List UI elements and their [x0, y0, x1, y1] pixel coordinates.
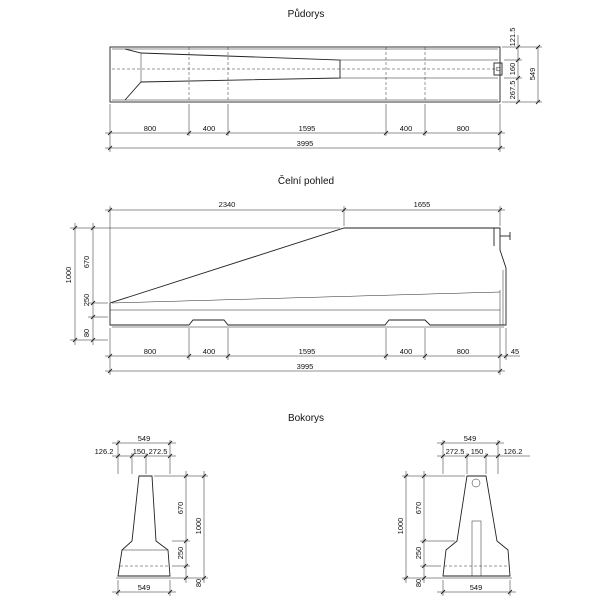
side-right-outline [442, 475, 511, 577]
side-left-total-width: 549 [138, 434, 151, 443]
side-left-top-dimensions: 549 126.2 150 272.5 [95, 434, 176, 474]
front-seg-2: 400 [203, 347, 216, 356]
front-dim-670: 670 [82, 256, 91, 269]
side-right-dim-126-2: 126.2 [504, 447, 523, 456]
side-left-outline [117, 475, 171, 577]
side-right-slot [471, 520, 482, 577]
plan-bottom-dimensions: 800 400 1595 400 800 3995 [105, 104, 505, 152]
side-left-dim-80: 80 [194, 579, 203, 587]
front-seg-4: 400 [400, 347, 413, 356]
side-right-dim-150: 150 [471, 447, 484, 456]
side-right-dim-272-5: 272.5 [446, 447, 465, 456]
plan-seg-1: 800 [144, 124, 157, 133]
front-bottom-dimensions: 800 400 1595 400 800 45 3995 [105, 328, 520, 375]
side-right-hole [471, 478, 481, 488]
front-seg-1: 800 [144, 347, 157, 356]
plan-seg-3: 1595 [299, 124, 316, 133]
front-dim-1000: 1000 [64, 267, 73, 284]
side-left-dim-150: 150 [133, 447, 146, 456]
front-left-dimensions: 1000 670 250 80 [64, 223, 340, 345]
front-seg-3: 1595 [299, 347, 316, 356]
front-dim-80: 80 [82, 329, 91, 337]
side-left-bottom-width: 549 [138, 583, 151, 592]
side-right-dim-250: 250 [414, 547, 423, 560]
side-view-left [116, 475, 172, 579]
plan-view-title: Půdorys [288, 8, 325, 20]
plan-view [109, 46, 503, 103]
front-dim-45: 45 [511, 347, 519, 356]
front-top-dimensions: 2340 1655 [105, 200, 505, 302]
side-left-right-dimensions: 670 1000 250 80 [154, 471, 208, 587]
side-right-dim-80: 80 [414, 579, 423, 587]
side-left-dim-126-2: 126.2 [95, 447, 114, 456]
front-dim-1655: 1655 [414, 200, 431, 209]
plan-dim-267-5: 267.5 [508, 81, 517, 100]
side-right-bottom-dimension: 549 [437, 580, 516, 596]
plan-connector [493, 62, 503, 76]
side-right-top-dimensions: 549 272.5 150 126.2 [437, 434, 530, 474]
side-right-dim-1000: 1000 [396, 518, 405, 535]
plan-dim-160: 160 [508, 63, 517, 76]
side-view-right [441, 475, 512, 579]
plan-taper [124, 48, 341, 101]
front-dim-2340: 2340 [219, 200, 236, 209]
side-right-dim-670: 670 [414, 502, 423, 515]
plan-outline [109, 46, 501, 103]
front-view [109, 227, 511, 328]
front-view-title: Čelní pohled [278, 174, 334, 187]
front-outline [109, 227, 507, 326]
front-dim-250: 250 [82, 294, 91, 307]
side-view-title: Bokorys [288, 413, 324, 424]
plan-seg-5: 800 [457, 124, 470, 133]
front-seg-5: 800 [457, 347, 470, 356]
side-left-bottom-dimension: 549 [112, 580, 176, 596]
side-right-bottom-width: 549 [470, 583, 483, 592]
plan-right-dimensions: 121.5 160 267.5 549 [502, 28, 542, 105]
front-total: 3995 [297, 362, 314, 371]
plan-dim-121-5: 121.5 [508, 28, 517, 47]
plan-total: 3995 [297, 139, 314, 148]
plan-dim-549: 549 [528, 68, 537, 81]
side-left-dim-1000: 1000 [194, 518, 203, 535]
side-left-dim-272-5: 272.5 [149, 447, 168, 456]
side-left-dim-670: 670 [176, 502, 185, 515]
side-left-dim-250: 250 [176, 547, 185, 560]
plan-seg-2: 400 [203, 124, 216, 133]
side-right-total-width: 549 [464, 434, 477, 443]
side-right-left-dimensions: 1000 670 250 80 [396, 471, 465, 587]
plan-seg-4: 400 [400, 124, 413, 133]
